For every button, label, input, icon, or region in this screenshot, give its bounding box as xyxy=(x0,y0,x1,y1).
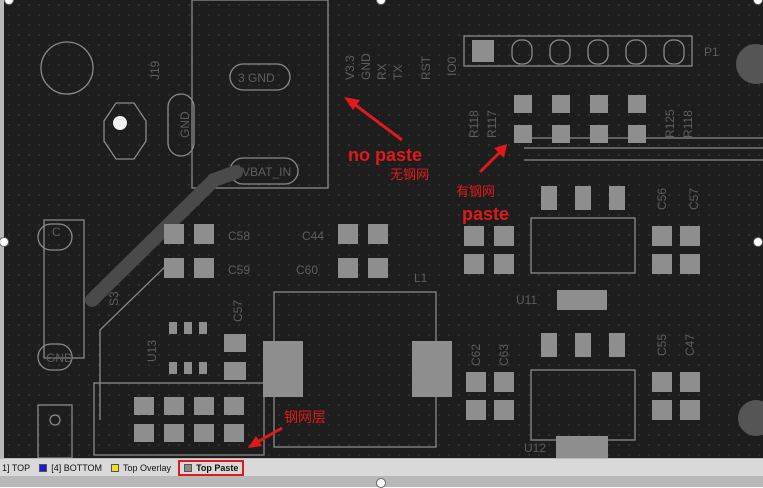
bottom-swatch-icon xyxy=(39,463,48,472)
arrow-no-paste xyxy=(353,102,403,142)
silk-c56: C56 xyxy=(655,188,669,210)
silk-rst: RST xyxy=(419,55,433,80)
arrow-paste xyxy=(478,150,502,174)
tab-bottom[interactable]: [4] BOTTOM xyxy=(39,463,102,473)
pcb-canvas[interactable]: J19 GND 3 GND VBAT_IN V3.3 GND RX TX RST… xyxy=(4,0,763,458)
silk-c62: C62 xyxy=(469,344,483,366)
anno-layer-zh: 钢网层 xyxy=(284,409,326,425)
via-hole xyxy=(113,116,127,130)
silk-rx: RX xyxy=(375,63,389,80)
tab-top-paste-label: Top Paste xyxy=(196,462,239,473)
silkscreen-labels: J19 GND 3 GND VBAT_IN V3.3 GND RX TX RST… xyxy=(46,45,719,455)
silk-c63: C63 xyxy=(497,344,511,366)
anno-paste-en: paste xyxy=(462,204,509,224)
silk-u11: U11 xyxy=(516,293,537,307)
annotations: no paste 无钢网 有钢网 paste 钢网层 xyxy=(248,97,509,448)
silk-tx: TX xyxy=(391,65,405,80)
connector-pins xyxy=(511,39,685,65)
silk-u13: U13 xyxy=(145,340,159,362)
silk-c55: C55 xyxy=(655,334,669,356)
tab-top[interactable]: 1] TOP xyxy=(2,463,30,473)
silk-gnd-a: GND xyxy=(178,111,192,138)
paste-swatch-icon xyxy=(184,463,193,472)
silk-c57: C57 xyxy=(687,188,701,210)
tab-top-overlay[interactable]: Top Overlay xyxy=(111,463,171,473)
silk-u12: U12 xyxy=(524,441,546,455)
silk-p1: P1 xyxy=(704,45,719,59)
silk-r117: R117 xyxy=(485,110,499,138)
silk-c47: C47 xyxy=(683,334,697,356)
silk-l1: L1 xyxy=(414,271,428,285)
silk-vbat: VBAT_IN xyxy=(242,165,291,179)
layer-tab-bar: 1] TOP [4] BOTTOM Top Overlay Top Paste xyxy=(0,458,763,476)
silk-c44: C44 xyxy=(302,229,324,243)
silk-r118a: R118 xyxy=(467,110,481,138)
silk-gnd-b: GND xyxy=(46,351,73,365)
tab-bottom-label: [4] BOTTOM xyxy=(51,462,103,473)
silk-r125: R125 xyxy=(663,109,677,138)
silk-c60: C60 xyxy=(296,263,318,277)
paste-pads xyxy=(134,40,700,458)
resize-handle[interactable] xyxy=(753,237,763,247)
resize-handle[interactable] xyxy=(0,237,9,247)
silk-gnd: GND xyxy=(359,53,373,80)
anno-no-paste-zh: 无钢网 xyxy=(390,167,429,182)
silk-pad3-gnd: 3 GND xyxy=(238,71,275,85)
tab-top-label: 1] TOP xyxy=(2,462,31,473)
pcb-layout-svg[interactable]: J19 GND 3 GND VBAT_IN V3.3 GND RX TX RST… xyxy=(4,0,763,458)
tab-top-overlay-label: Top Overlay xyxy=(123,462,172,473)
silk-v33: V3.3 xyxy=(343,55,357,80)
tab-top-paste[interactable]: Top Paste xyxy=(178,459,245,476)
silk-s3: S3 xyxy=(107,291,121,306)
silk-c58: C58 xyxy=(228,229,250,243)
silk-c57b: C57 xyxy=(231,300,245,322)
anno-no-paste-en: no paste xyxy=(348,145,422,165)
silk-j19: J19 xyxy=(148,60,162,80)
silk-io0: IO0 xyxy=(445,56,459,76)
silk-c-left: C xyxy=(52,225,61,239)
anno-paste-zh: 有钢网 xyxy=(456,184,495,199)
copper-trace xyxy=(85,165,243,307)
silk-r118b: R118 xyxy=(681,110,695,138)
silk-c59: C59 xyxy=(228,263,250,277)
overlay-swatch-icon xyxy=(111,463,120,472)
